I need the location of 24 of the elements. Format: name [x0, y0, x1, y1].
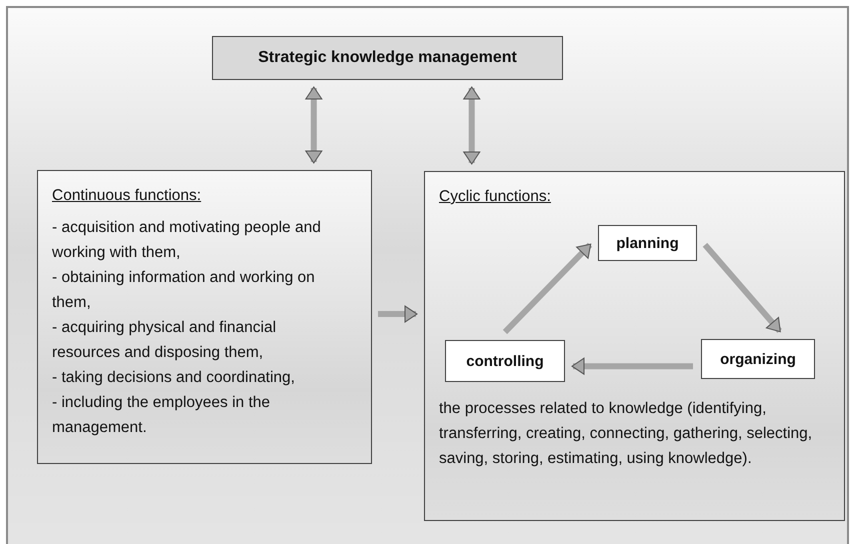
- title-text: Strategic knowledge management: [258, 49, 517, 67]
- block-arrow: [305, 86, 322, 164]
- block-arrow: [702, 242, 782, 333]
- list-item: - taking decisions and coordinating,: [52, 368, 296, 388]
- block-arrow: [378, 306, 418, 323]
- process-box: [445, 340, 565, 382]
- function-panel: [424, 171, 845, 521]
- process-label: planning: [616, 234, 679, 252]
- process-label: organizing: [720, 350, 796, 368]
- list-item: - obtaining information and working on them,: [52, 268, 316, 313]
- process-box: [598, 225, 697, 261]
- panel-heading: Continuous functions:: [52, 187, 202, 205]
- description-text: the processes related to knowledge (identifying, transferring, creating, connecting, gathering, selecting, saving, storing, estimating, using knowledge).: [439, 399, 814, 469]
- panel-heading: Cyclic functions:: [439, 188, 552, 206]
- list-item: - acquiring physical and financial resources and disposing them,: [52, 318, 278, 363]
- block-arrow: [502, 242, 592, 334]
- list-item: - including the employees in the management.: [52, 393, 271, 438]
- process-box: [701, 339, 815, 379]
- block-arrow: [572, 358, 693, 375]
- title-box: [212, 36, 563, 80]
- function-panel: [37, 170, 372, 464]
- block-arrow: [463, 86, 480, 164]
- process-label: controlling: [466, 352, 544, 370]
- list-item: - acquisition and motivating people and working with them,: [52, 218, 322, 263]
